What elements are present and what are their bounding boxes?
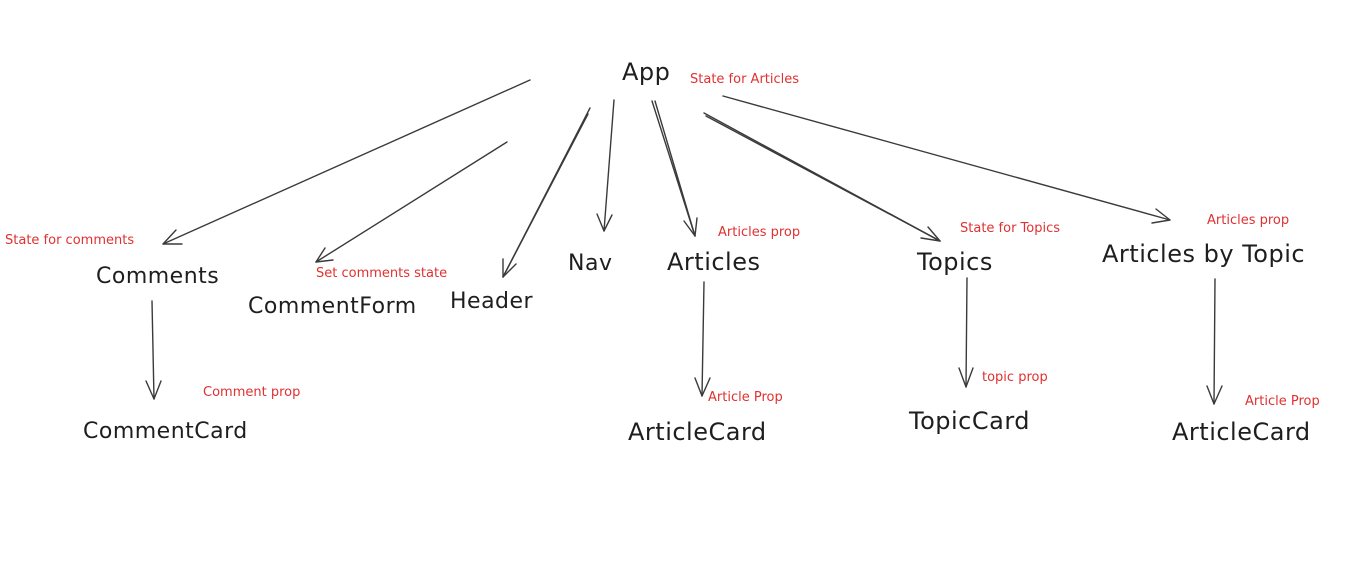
note-articles-by-topic-prop: Articles prop (1207, 213, 1290, 228)
note-comment-form-state: Set comments state (316, 266, 448, 281)
arrow-articles-by-topic-to-articlecard (1206, 278, 1223, 405)
arrow-articles-to-articlecard (694, 281, 711, 397)
node-header: Header (450, 289, 534, 314)
note-app-state: State for Articles (690, 72, 800, 87)
node-app: App (622, 58, 671, 86)
arrow-app-to-header (502, 107, 591, 278)
arrow-topics-to-topiccard (958, 277, 974, 388)
node-nav: Nav (568, 251, 613, 276)
note-article-prop-by-topic: Article Prop (1245, 394, 1320, 409)
node-comment-form: CommentForm (248, 294, 417, 319)
note-articles-prop: Articles prop (718, 225, 801, 240)
node-articles: Articles (667, 248, 761, 276)
arrow-app-to-nav (596, 99, 615, 232)
node-comments: Comments (96, 264, 220, 289)
node-articles-by-topic: Articles by Topic (1102, 240, 1306, 268)
node-topic-card: TopicCard (909, 407, 1031, 435)
arrow-app-to-topics (703, 112, 941, 242)
arrow-app-to-articles (651, 100, 698, 237)
node-comment-card: CommentCard (83, 419, 248, 444)
arrow-app-to-comments (162, 79, 531, 245)
note-comment-prop: Comment prop (203, 385, 301, 400)
note-topics-state: State for Topics (960, 221, 1061, 236)
node-article-card-by-topic: ArticleCard (1172, 418, 1311, 446)
note-comments-state: State for comments (5, 233, 135, 248)
node-topics: Topics (917, 248, 993, 276)
node-article-card: ArticleCard (628, 418, 767, 446)
note-topic-prop: topic prop (982, 370, 1048, 385)
note-article-prop: Article Prop (708, 390, 783, 405)
arrow-app-to-articles-by-topic (722, 95, 1171, 224)
arrow-comments-to-commentcard (145, 300, 162, 400)
arrow-app-to-commentform (315, 141, 508, 263)
